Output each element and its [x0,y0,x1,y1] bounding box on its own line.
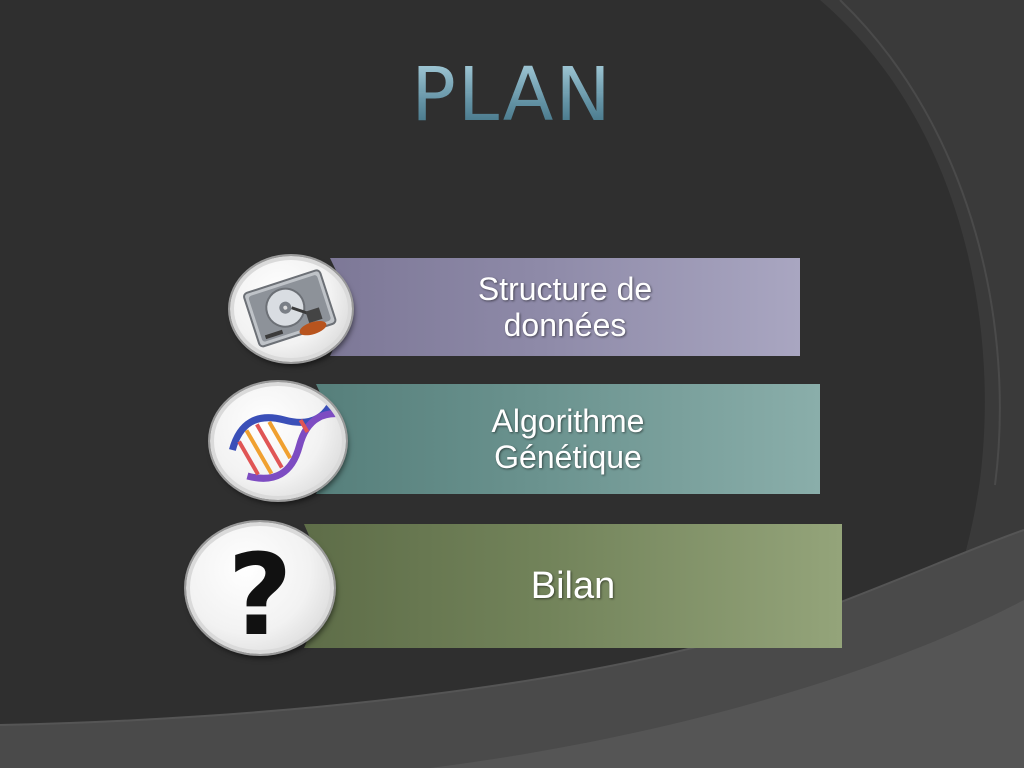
slide-title-reflection-text: PLAN [411,92,613,132]
menu-item-algorithm-bar[interactable]: Algorithme Génétique [316,384,820,494]
menu-item-algorithm-label-line1: Algorithme [491,403,645,439]
slide-title-reflection: PLAN [0,92,1024,132]
dna-icon [210,382,346,500]
question-mark-icon: ? [186,522,334,654]
slide-title: PLAN [411,52,613,138]
menu-item-structure-bar[interactable]: Structure de données [330,258,800,356]
menu-item-bilan-label: Bilan [530,565,616,607]
hard-drive-icon [230,256,352,362]
slide-title-container: PLAN [0,58,1024,132]
menu-item-algorithm-label-line2: Génétique [494,439,642,475]
menu-item-bilan-bar[interactable]: Bilan [304,524,842,648]
menu-item-structure-label-line2: données [503,307,627,343]
menu-item-structure-label-line1: Structure de [477,271,653,307]
svg-text:?: ? [228,531,293,650]
